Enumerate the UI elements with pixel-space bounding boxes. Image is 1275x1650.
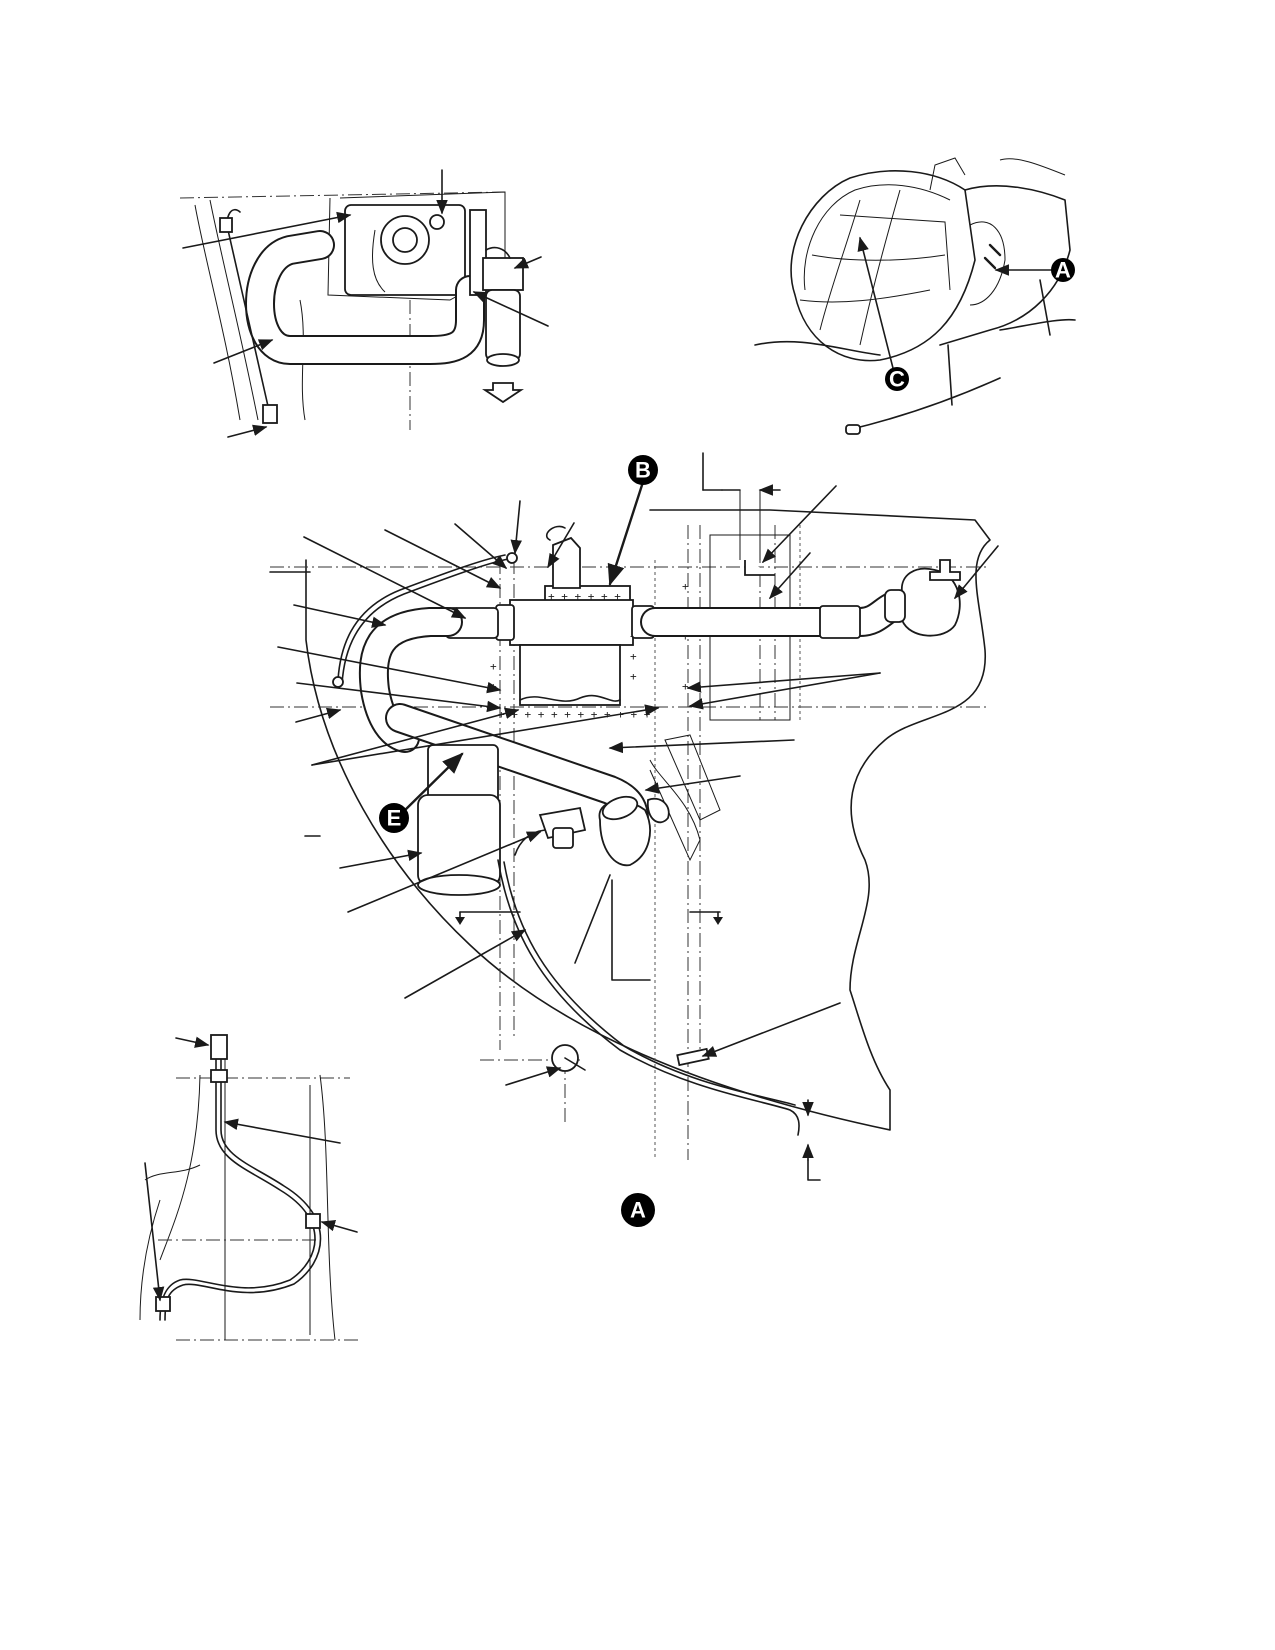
svg-text:+: + xyxy=(490,660,497,673)
locator-callout-c: C xyxy=(885,367,909,392)
svg-text:+: + xyxy=(630,670,637,683)
svg-text:A: A xyxy=(1055,258,1071,283)
helicopter-locator xyxy=(754,157,1076,435)
main-view-a: + + + + + + + + + + + + + + + + + + + + … xyxy=(269,452,999,1181)
svg-text:A: A xyxy=(630,1198,646,1223)
svg-text:+ + + + + + + + + + + +: + + + + + + + + + + + + xyxy=(498,708,651,721)
locator-callout-a: A xyxy=(1051,258,1075,283)
svg-text:C: C xyxy=(889,367,905,392)
small-down-arrow-icon xyxy=(455,917,465,925)
detail-bottom-left xyxy=(139,1034,360,1341)
small-down-arrow-icon xyxy=(713,917,723,925)
callout-b: B xyxy=(628,455,658,485)
svg-text:E: E xyxy=(387,806,402,831)
callout-e: E xyxy=(379,803,409,833)
svg-text:B: B xyxy=(635,458,651,483)
svg-text:+: + xyxy=(682,580,689,593)
svg-text:+: + xyxy=(490,680,497,693)
hollow-down-arrow-icon xyxy=(482,382,524,404)
view-a-label: A xyxy=(621,1193,655,1227)
detail-top-left xyxy=(179,169,549,438)
svg-text:+: + xyxy=(682,680,689,693)
svg-text:+: + xyxy=(630,650,637,663)
